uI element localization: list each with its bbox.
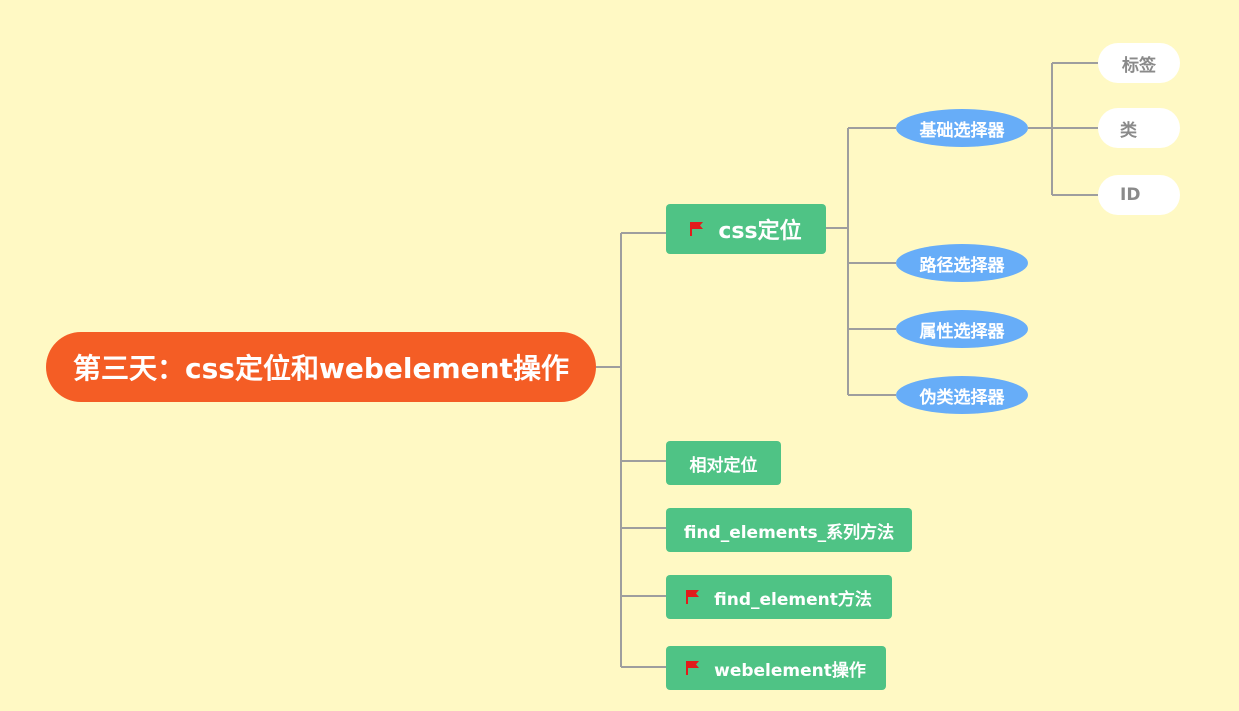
sub-label: 属性选择器 [919,321,1005,342]
leaf-label: 类 [1120,120,1137,141]
branch-label: find_element方法 [714,589,872,610]
root-topic-label: 第三天：css定位和webelement操作 [73,352,569,385]
branch-label: find_elements_系列方法 [683,522,895,543]
flag-icon [686,589,700,605]
root-topic[interactable]: 第三天：css定位和webelement操作 [46,332,596,402]
sub-attribute-selector[interactable]: 属性选择器 [896,310,1028,348]
branch-find-element[interactable]: find_element方法 [666,575,892,619]
sub-path-selector[interactable]: 路径选择器 [896,244,1028,282]
sub-pseudo-selector[interactable]: 伪类选择器 [896,376,1028,414]
branch-label: css定位 [718,219,802,244]
sub-label: 基础选择器 [919,120,1005,141]
flag-icon [690,221,704,237]
branch-relative-positioning[interactable]: 相对定位 [666,441,781,485]
leaf-id[interactable]: ID [1098,175,1180,215]
leaf-tag[interactable]: 标签 [1098,43,1180,83]
leaf-class[interactable]: 类 [1098,108,1180,148]
branch-webelement-operations[interactable]: webelement操作 [666,646,886,690]
branch-label: 相对定位 [689,455,758,476]
sub-basic-selector[interactable]: 基础选择器 [896,109,1028,147]
branch-find-elements[interactable]: find_elements_系列方法 [666,508,912,552]
branch-label: webelement操作 [714,660,866,681]
leaf-label: 标签 [1122,55,1156,76]
branch-css-positioning[interactable]: css定位 [666,204,826,254]
sub-label: 路径选择器 [919,255,1005,276]
leaf-label: ID [1120,185,1141,205]
sub-label: 伪类选择器 [919,387,1005,408]
flag-icon [686,660,700,676]
